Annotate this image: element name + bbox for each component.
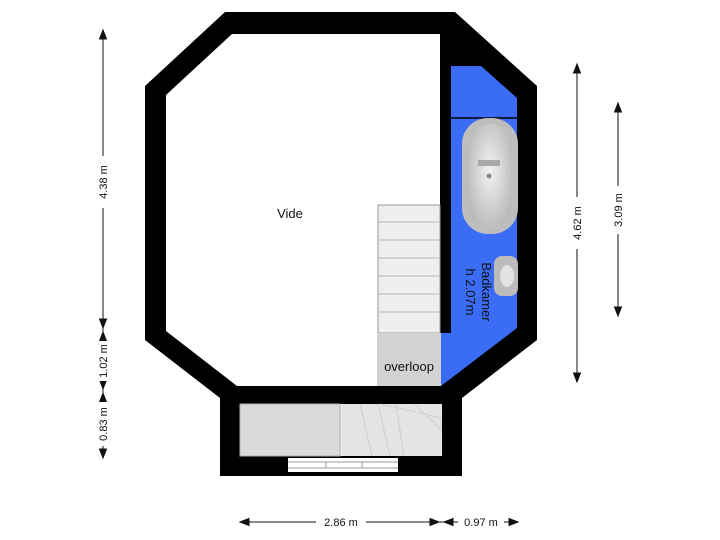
- stair-treads: [378, 221, 440, 313]
- dim-bottom-right: 0.97 m: [464, 517, 498, 529]
- window-frame: [288, 461, 398, 469]
- winding-treads: [359, 403, 443, 457]
- dim-bottom-left: 2.86 m: [324, 517, 358, 529]
- vide-label: Vide: [277, 206, 303, 221]
- overloop-label: overloop: [384, 359, 434, 374]
- winding-stairs: [342, 404, 442, 456]
- overloop-landing: [377, 333, 441, 386]
- bathtub-icon: [462, 118, 518, 234]
- dim-right-inner: 3.09 m: [613, 193, 625, 227]
- bathroom-height-label: h 2.07m: [463, 269, 478, 316]
- lower-box: [239, 403, 341, 457]
- sink-icon: [494, 256, 518, 296]
- window: [288, 458, 398, 472]
- dim-left-bottom: 0.83 m: [98, 407, 110, 441]
- dimension-labels: 4.38 m 1.02 m 0.83 m 4.62 m 3.09 m 2.86 …: [96, 156, 625, 530]
- staircase: [377, 204, 441, 334]
- dim-left-top: 4.38 m: [98, 165, 110, 199]
- bathroom-name-label: Badkamer: [479, 262, 494, 322]
- bathroom-label-group: Badkamer h 2.07m: [463, 262, 494, 322]
- dim-left-middle: 1.02 m: [98, 344, 110, 378]
- vide-area: [166, 34, 440, 386]
- dim-right-outer: 4.62 m: [572, 206, 584, 240]
